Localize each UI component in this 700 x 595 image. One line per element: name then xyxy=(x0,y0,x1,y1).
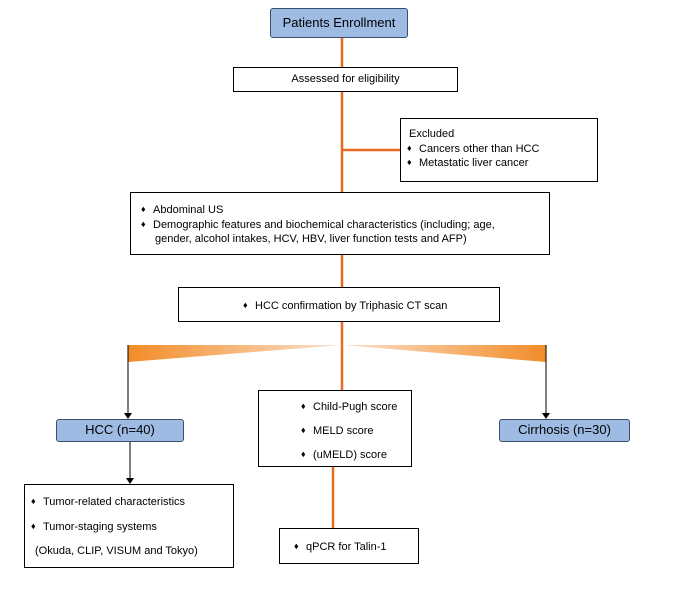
excluded-item: ♦Metastatic liver cancer xyxy=(407,157,529,169)
bullet-icon: ♦ xyxy=(141,204,146,214)
assessment-item: ♦Abdominal US xyxy=(141,204,224,216)
score-item: ♦MELD score xyxy=(301,425,374,437)
tumor-item: ♦Tumor-staging systems xyxy=(31,521,157,533)
ct-confirmation-box: ♦HCC confirmation by Triphasic CT scan xyxy=(178,287,500,322)
patients-enrollment-box: Patients Enrollment xyxy=(270,8,408,38)
score-item: ♦Child-Pugh score xyxy=(301,401,398,413)
split-bar-left xyxy=(128,345,342,362)
assessment-continuation: gender, alcohol intakes, HCV, HBV, liver… xyxy=(155,233,467,245)
tumor-box: ♦Tumor-related characteristics ♦Tumor-st… xyxy=(24,484,234,568)
bullet-icon: ♦ xyxy=(31,521,36,531)
excluded-title: Excluded xyxy=(409,128,455,140)
scores-box: ♦Child-Pugh score ♦MELD score ♦(uMELD) s… xyxy=(258,390,412,467)
excluded-box: Excluded ♦Cancers other than HCC ♦Metast… xyxy=(400,118,598,182)
bullet-icon: ♦ xyxy=(301,425,306,435)
bullet-icon: ♦ xyxy=(243,300,248,310)
bullet-icon: ♦ xyxy=(141,219,146,229)
assessment-item: ♦Demographic features and biochemical ch… xyxy=(141,219,495,231)
excluded-item: ♦Cancers other than HCC xyxy=(407,143,540,155)
eligibility-label: Assessed for eligibility xyxy=(291,73,400,85)
split-bar-right xyxy=(342,345,546,362)
patients-enrollment-label: Patients Enrollment xyxy=(282,15,396,30)
arrow-to-cirrhosis-head xyxy=(542,413,550,419)
tumor-item: ♦Tumor-related characteristics xyxy=(31,496,186,508)
cirrhosis-group-label: Cirrhosis (n=30) xyxy=(518,422,611,437)
bullet-icon: ♦ xyxy=(294,541,299,551)
ct-confirmation-item: ♦HCC confirmation by Triphasic CT scan xyxy=(243,300,448,312)
bullet-icon: ♦ xyxy=(301,449,306,459)
eligibility-box: Assessed for eligibility xyxy=(233,67,458,92)
assessment-box: ♦Abdominal US ♦Demographic features and … xyxy=(130,192,550,255)
hcc-group-label: HCC (n=40) xyxy=(85,422,155,437)
bullet-icon: ♦ xyxy=(301,401,306,411)
bullet-icon: ♦ xyxy=(31,496,36,506)
arrow-to-hcc-head xyxy=(124,413,132,419)
qpcr-box: ♦qPCR for Talin-1 xyxy=(279,528,419,564)
hcc-group-box: HCC (n=40) xyxy=(56,419,184,442)
score-item: ♦(uMELD) score xyxy=(301,449,387,461)
cirrhosis-group-box: Cirrhosis (n=30) xyxy=(499,419,630,442)
qpcr-item: ♦qPCR for Talin-1 xyxy=(294,541,387,553)
tumor-continuation: (Okuda, CLIP, VISUM and Tokyo) xyxy=(35,545,198,557)
arrow-hcc-to-tumor-head xyxy=(126,478,134,484)
bullet-icon: ♦ xyxy=(407,157,412,167)
bullet-icon: ♦ xyxy=(407,143,412,153)
